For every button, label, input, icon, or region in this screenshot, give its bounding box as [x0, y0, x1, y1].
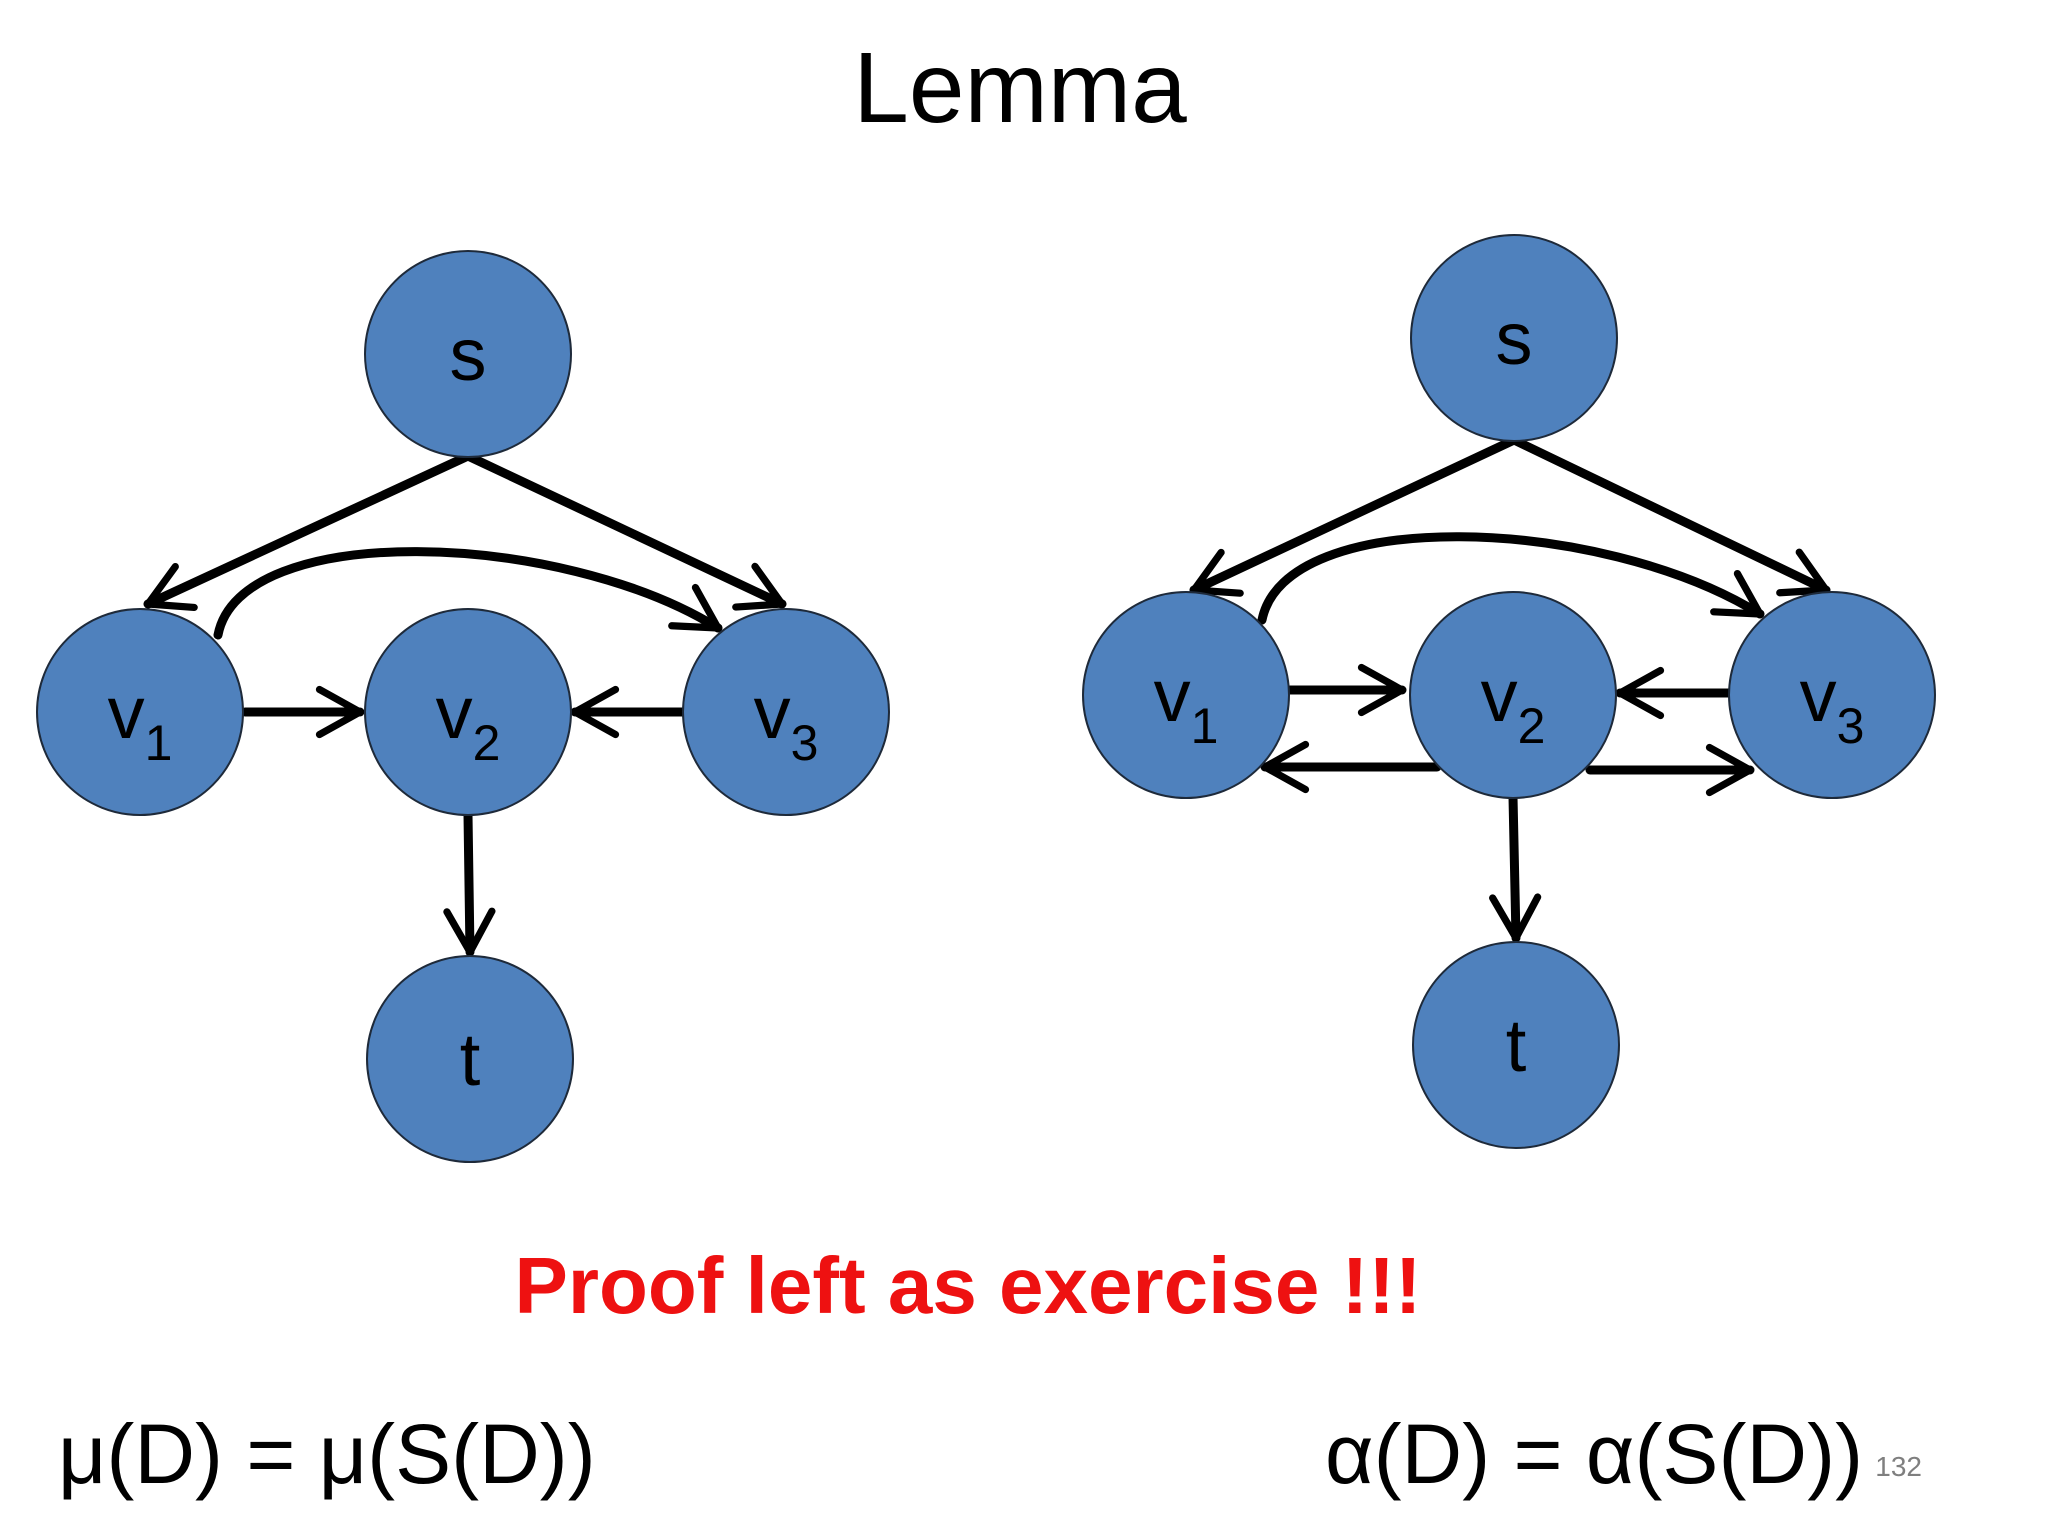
page-number: 132: [1875, 1451, 1922, 1482]
node-label: s: [450, 313, 487, 396]
node-t: t: [1412, 941, 1620, 1149]
node-label: v1: [1154, 654, 1219, 754]
node-t: t: [366, 955, 574, 1163]
node-v3: v3: [1728, 591, 1936, 799]
node-label: v2: [436, 671, 501, 771]
node-v2: v2: [1409, 591, 1617, 799]
edge-v2-t: [443, 810, 496, 957]
edge-s-v1: [143, 451, 473, 612]
node-s: s: [1410, 234, 1618, 442]
node-label: v3: [754, 671, 819, 771]
node-label: t: [1506, 1004, 1527, 1087]
node-v1: v1: [36, 608, 244, 816]
edge-v2-t: [1489, 792, 1542, 943]
edge-v1-v3: [1257, 532, 1765, 625]
edge-s-v3: [1509, 435, 1831, 597]
proof-note: Proof left as exercise !!!: [515, 1241, 1422, 1330]
node-s: s: [364, 250, 572, 458]
node-label: s: [1496, 297, 1533, 380]
node-label: v2: [1481, 654, 1546, 754]
node-label: v1: [108, 671, 173, 771]
node-v3: v3: [682, 608, 890, 816]
edge-v1-v3: [213, 547, 723, 640]
node-label: t: [460, 1018, 481, 1101]
page-title: Lemma: [853, 32, 1187, 144]
node-label: v3: [1800, 654, 1865, 754]
formula-right: α(D) = α(S(D)): [1325, 1407, 1863, 1501]
graph-right: s v1 v2 v3 t: [1082, 234, 1936, 1149]
graph-left: s v1 v2 v3 t: [36, 250, 890, 1163]
formula-left: μ(D) = μ(S(D)): [58, 1407, 596, 1501]
edge-s-v3: [463, 451, 787, 611]
node-v1: v1: [1082, 591, 1290, 799]
node-v2: v2: [364, 608, 572, 816]
edge-s-v1: [1189, 435, 1519, 597]
